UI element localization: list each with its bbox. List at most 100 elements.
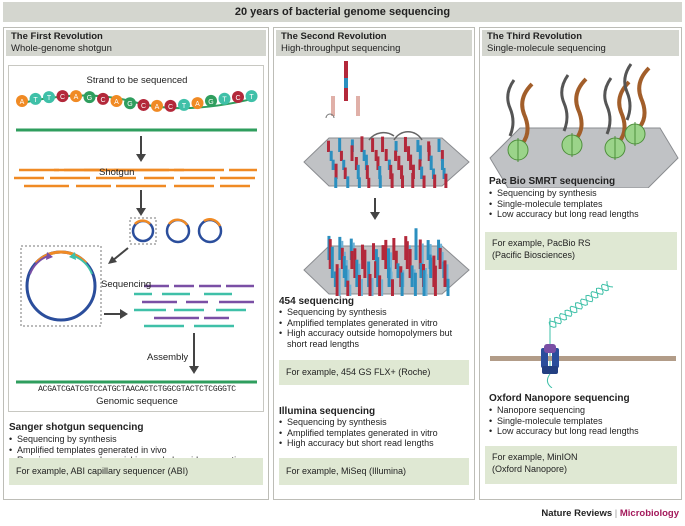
bead-pillar xyxy=(444,173,448,188)
bead-pillar xyxy=(368,274,372,296)
bead-pillar xyxy=(342,159,346,170)
bead-pillar xyxy=(339,150,343,161)
base-T: T xyxy=(178,98,190,111)
method-bullets: Nanopore sequencing Single-molecule temp… xyxy=(489,405,679,437)
sequencing-box xyxy=(20,245,102,327)
column-title: The Second Revolution xyxy=(281,31,387,42)
column-subtitle: Whole-genome shotgun xyxy=(11,43,112,54)
bead-pillar xyxy=(407,146,411,161)
bead-pillar xyxy=(378,166,382,179)
bead-pillar xyxy=(357,177,361,188)
column-first-revolution: The First Revolution Whole-genome shotgu… xyxy=(3,27,269,500)
bead-pillar xyxy=(361,247,365,269)
strand-label: Strand to be sequenced xyxy=(86,75,188,86)
bead-pillar xyxy=(429,155,433,170)
shotgun-diagram xyxy=(14,128,257,384)
svg-text:A: A xyxy=(195,101,200,108)
svg-text:A: A xyxy=(74,94,79,101)
svg-text:C: C xyxy=(141,103,146,110)
bead-pillar xyxy=(346,280,350,296)
base-A: A xyxy=(191,97,204,110)
svg-text:T: T xyxy=(249,94,254,101)
polymerase-icon xyxy=(506,79,534,162)
svg-text:A: A xyxy=(155,104,160,111)
bead-pillar xyxy=(330,246,334,278)
bead-pillar xyxy=(381,245,385,260)
bead-pillar xyxy=(443,260,447,287)
bead-pillar xyxy=(343,167,347,179)
bead-pillar xyxy=(356,164,360,179)
bead-pillar xyxy=(390,279,394,296)
example-line: (Pacific Biosciences) xyxy=(492,250,576,260)
bead-pillar xyxy=(420,166,424,179)
bead-pillar xyxy=(410,265,414,287)
bullet: Amplified templates generated in vitro xyxy=(279,428,469,439)
bead-pillar xyxy=(429,257,433,278)
arrow-down-icon xyxy=(370,198,380,220)
bead-pillar xyxy=(422,270,426,296)
method-heading: Sanger shotgun sequencing xyxy=(9,422,144,433)
svg-text:G: G xyxy=(87,95,92,102)
method-heading: Illumina sequencing xyxy=(279,406,376,417)
bead-pillar xyxy=(357,274,361,296)
bead-pillar xyxy=(396,263,400,278)
nanopore-illustration xyxy=(490,281,676,388)
bullet: Sequencing by synthesis xyxy=(279,417,469,428)
svg-text:T: T xyxy=(222,97,227,104)
bead-pillar xyxy=(437,138,441,152)
bead-pillar xyxy=(409,154,413,170)
bead-pillar xyxy=(376,257,380,287)
bead-pillar xyxy=(392,238,396,260)
bead-pillar xyxy=(405,241,409,269)
nanopore-icon xyxy=(541,344,559,374)
svg-text:T: T xyxy=(33,97,38,104)
base-T: T xyxy=(43,91,55,104)
example-line: For example, PacBio RS xyxy=(492,238,591,248)
bead-pillar xyxy=(431,168,435,179)
bead-pillar xyxy=(426,240,430,260)
bead-pillar xyxy=(355,259,359,287)
bead-pillar xyxy=(374,149,378,161)
base-C: C xyxy=(232,91,244,104)
column-subtitle: Single-molecule sequencing xyxy=(487,43,606,54)
base-T: T xyxy=(29,92,42,105)
bead-pillar xyxy=(411,164,415,179)
bead-pillar xyxy=(328,239,332,269)
bead-pillar xyxy=(433,174,437,188)
svg-text:A: A xyxy=(114,99,119,106)
bead-pillar xyxy=(389,164,393,179)
bead-pillar xyxy=(378,175,382,188)
bullet: Low accuracy but long read lengths xyxy=(489,426,679,437)
bead-pillar xyxy=(418,239,422,269)
arrow-left-icon xyxy=(108,247,129,264)
bead-pillar xyxy=(334,163,338,179)
bead-pillar xyxy=(413,272,417,296)
bead-pillar xyxy=(416,139,420,152)
bead-pillar xyxy=(338,236,342,260)
bead-pillar xyxy=(408,249,412,278)
bead-pillar xyxy=(384,149,388,161)
bead-pillar xyxy=(394,141,398,152)
bead-pillar xyxy=(372,243,376,260)
footer-separator: | xyxy=(614,508,618,519)
bead-pillar xyxy=(397,155,401,170)
example-box: For example, MiSeq (Illumina) xyxy=(279,458,469,485)
arrow-down-icon xyxy=(136,136,146,162)
bead-pillar xyxy=(346,176,350,188)
column-header: The Second Revolution High-throughput se… xyxy=(276,30,472,56)
high-throughput-illustration xyxy=(303,61,470,296)
sequencing-label: Sequencing xyxy=(101,279,152,290)
bead-pillar xyxy=(440,158,444,170)
bead-pillar xyxy=(378,275,382,296)
shotgun-illustration xyxy=(8,65,264,412)
bead-pillar xyxy=(394,150,398,161)
bead-pillar xyxy=(419,263,423,278)
bead-pillar xyxy=(365,165,369,179)
bead-pillar xyxy=(427,145,431,161)
bead-pillar xyxy=(353,248,357,278)
method-heading: Oxford Nanopore sequencing xyxy=(489,393,630,404)
bead-pillar xyxy=(422,175,426,188)
shotgun-label: Shotgun xyxy=(99,167,135,178)
base-C: C xyxy=(97,92,109,105)
